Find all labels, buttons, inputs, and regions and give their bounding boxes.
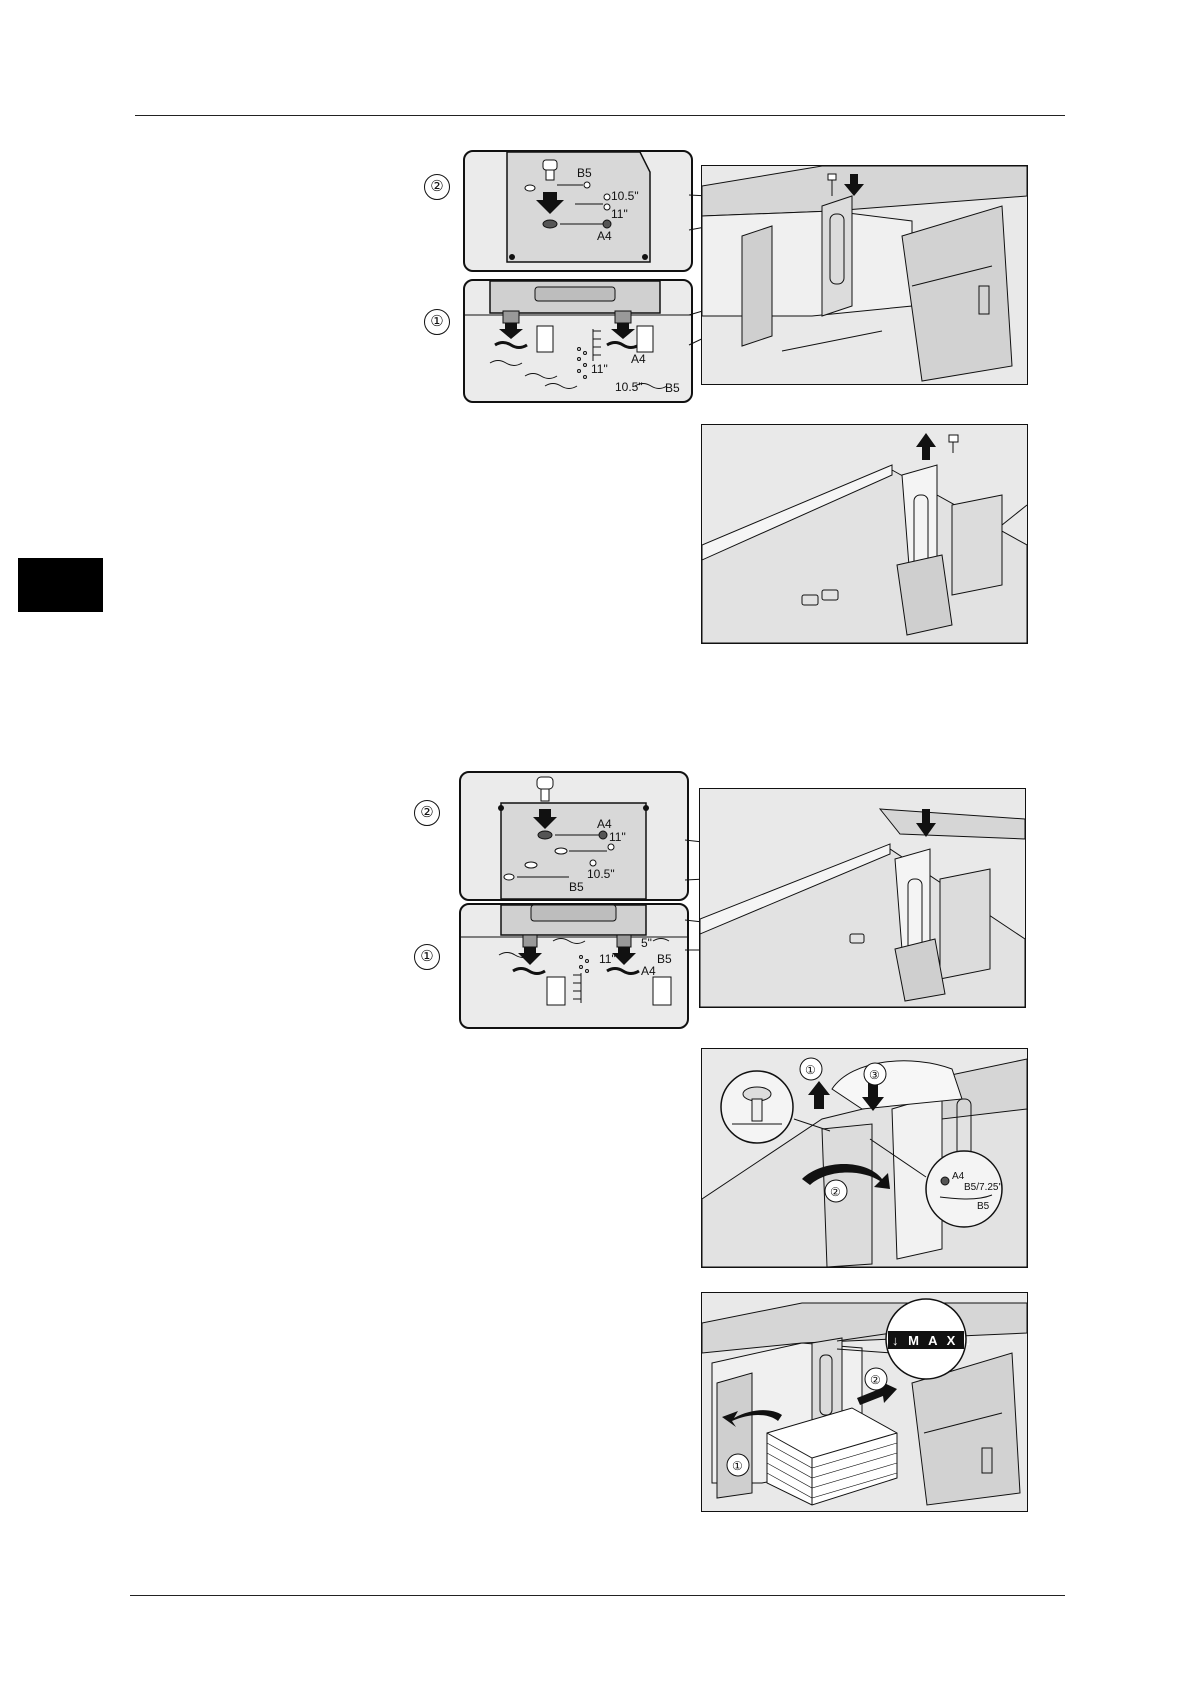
svg-text:A4: A4	[641, 964, 656, 978]
tray-figure-3	[699, 788, 1026, 1008]
svg-text:①: ①	[805, 1063, 816, 1077]
svg-text:5": 5"	[641, 936, 652, 950]
svg-text:10.5": 10.5"	[615, 380, 643, 394]
header-rule	[135, 115, 1065, 116]
screw-icon	[537, 777, 553, 801]
svg-text:11": 11"	[609, 830, 626, 844]
svg-text:②: ②	[830, 1185, 841, 1199]
tray-figure-1	[701, 165, 1028, 385]
svg-text:B5: B5	[977, 1201, 990, 1212]
guide-plate-inset-top: A4 11" 10.5" B5	[459, 771, 689, 901]
svg-text:10.5": 10.5"	[611, 189, 639, 203]
svg-text:B5: B5	[657, 952, 672, 966]
tray-figure-2	[701, 424, 1028, 644]
step-2-label: ②	[424, 174, 450, 200]
svg-text:11": 11"	[591, 362, 608, 376]
tray-figure-5: ↓ M A X ↓ ① ②	[701, 1292, 1028, 1512]
step-1-label: ①	[414, 944, 440, 970]
svg-text:A4: A4	[597, 817, 612, 831]
svg-text:A4: A4	[952, 1171, 965, 1182]
svg-text:A4: A4	[631, 352, 646, 366]
svg-text:A4: A4	[597, 229, 612, 243]
svg-text:①: ①	[732, 1459, 743, 1473]
svg-text:B5: B5	[569, 880, 584, 894]
svg-text:11": 11"	[599, 952, 616, 966]
svg-text:11": 11"	[611, 207, 628, 221]
guide-plate-inset-bottom: A4 11" 10.5" B5	[463, 279, 693, 403]
magnifier-callout-icon: A4 B5/7.25" B5	[926, 1151, 1002, 1227]
svg-text:②: ②	[870, 1373, 881, 1387]
guide-plate-inset-bottom: 11" 5" B5 A4	[459, 903, 689, 1029]
step-2-label: ②	[414, 800, 440, 826]
footer-rule	[130, 1595, 1065, 1596]
step-1-label: ①	[424, 309, 450, 335]
svg-text:↓ M A X ↓: ↓ M A X ↓	[892, 1333, 974, 1348]
magnifier-callout-icon	[721, 1071, 793, 1143]
tray-figure-4: A4 B5/7.25" B5 ① ② ③	[701, 1048, 1028, 1268]
svg-text:B5: B5	[665, 381, 680, 395]
svg-text:③: ③	[869, 1068, 880, 1082]
svg-text:10.5": 10.5"	[587, 867, 615, 881]
chapter-tab	[18, 558, 103, 612]
svg-text:B5: B5	[577, 166, 592, 180]
svg-text:B5/7.25": B5/7.25"	[964, 1182, 1002, 1193]
guide-plate-inset-top: B5 10.5" 11" A4	[463, 150, 693, 272]
